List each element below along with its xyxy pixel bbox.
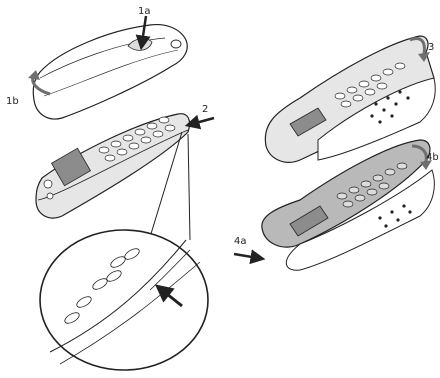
step-label-2: 2 (202, 104, 208, 115)
zoom-line (188, 134, 190, 240)
arrow-icon (192, 118, 214, 124)
phone-handset (36, 114, 190, 218)
arrow-icon (234, 254, 258, 258)
magnifier-ellipse (40, 230, 208, 370)
step-label-1b: 1b (6, 96, 19, 107)
step-label-4b: 4b (426, 152, 439, 163)
step-label-4a: 4a (234, 236, 247, 247)
battery-cover-illustration (33, 25, 187, 119)
step-label-1a: 1a (138, 6, 151, 17)
step-label-3: 3 (428, 42, 434, 53)
